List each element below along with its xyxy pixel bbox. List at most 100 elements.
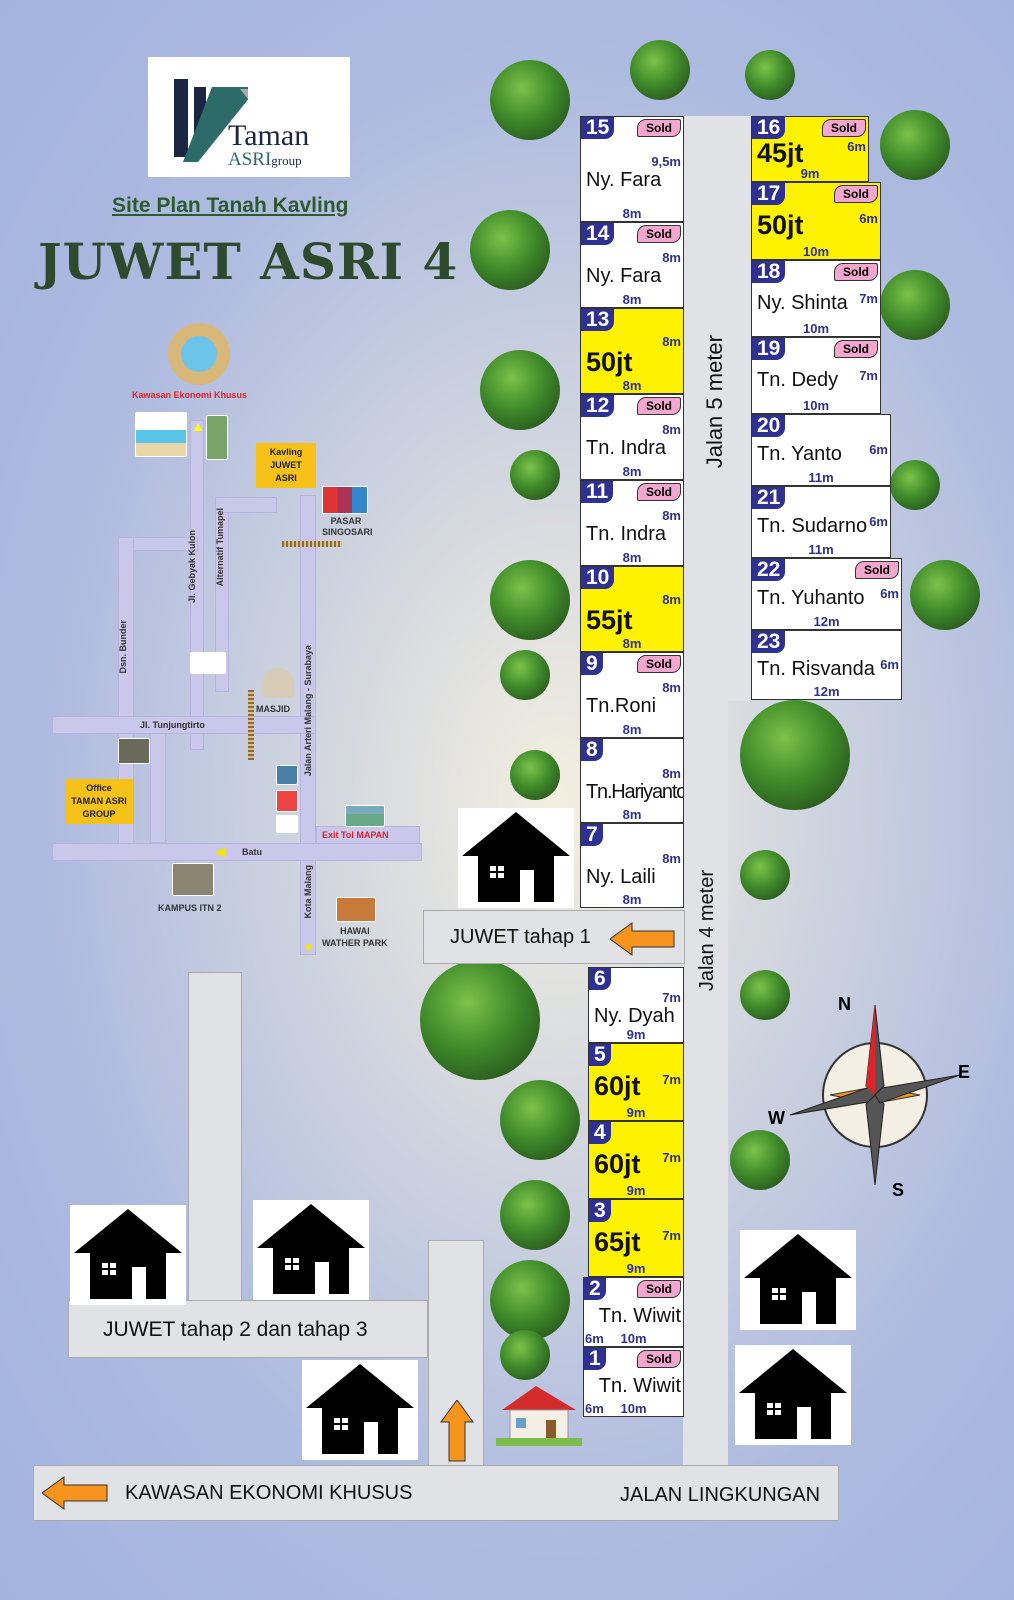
tree-icon bbox=[740, 700, 850, 810]
plot-bottom-dimension: 8m bbox=[622, 807, 642, 822]
plot-footer: 8m bbox=[581, 551, 683, 565]
plot-number-badge: 3 bbox=[589, 1200, 611, 1222]
arrow-up-icon bbox=[440, 1400, 474, 1462]
plot-main-row: Tn. Wiwit bbox=[584, 1305, 683, 1327]
label-tahap23: JUWET tahap 2 dan tahap 3 bbox=[103, 1318, 368, 1341]
plot-side-dimension: 8m bbox=[662, 334, 681, 349]
plot-number-badge: 15 bbox=[581, 117, 615, 139]
plot-number-badge: 17 bbox=[752, 183, 786, 205]
plot-owner: Tn. Yuhanto bbox=[757, 587, 865, 609]
plot-bottom-dimension: 11m bbox=[808, 542, 834, 557]
kek-building-icon bbox=[168, 323, 230, 385]
plot-owner: Tn. Risvanda bbox=[757, 658, 875, 680]
plot-owner: Tn. Dedy bbox=[757, 368, 839, 391]
plot-header: 3 bbox=[589, 1200, 683, 1222]
plot-side-dimension: 6m bbox=[585, 1331, 604, 1346]
logo-mark-icon bbox=[174, 79, 248, 162]
logo-text: Taman bbox=[228, 119, 310, 152]
label-line: HAWAI bbox=[340, 926, 370, 936]
plot-header: 10 bbox=[581, 567, 683, 589]
tree-icon bbox=[480, 350, 560, 430]
tree-icon bbox=[500, 650, 550, 700]
plot-side-dimension: 7m bbox=[859, 367, 878, 383]
tree-icon bbox=[630, 40, 690, 100]
plot-header: 8 bbox=[581, 739, 683, 761]
compass-rose-icon: N E S W bbox=[768, 990, 980, 1200]
railway-icon bbox=[248, 690, 254, 760]
plot-main-row: Ny. Dyah bbox=[589, 1005, 683, 1027]
plot-footer: 8m bbox=[581, 723, 683, 737]
plot-bottom-dimension: 8m bbox=[622, 206, 642, 221]
tree-icon bbox=[420, 960, 540, 1080]
label-exit-tol: Exit Tol MAPAN bbox=[322, 830, 389, 840]
arrow-down-icon: ▼ bbox=[302, 940, 315, 955]
house-icon bbox=[740, 1230, 856, 1330]
plot-number-badge: 9 bbox=[581, 653, 603, 675]
tree-icon bbox=[890, 460, 940, 510]
plot-number-badge: 4 bbox=[589, 1122, 611, 1144]
logo-subtext: ASRIgroup bbox=[228, 149, 302, 171]
plot-footer: 9m bbox=[752, 167, 868, 181]
plot-number-badge: 8 bbox=[581, 739, 603, 761]
plot-owner: Tn.Hariyanto bbox=[586, 780, 684, 803]
house-icon bbox=[70, 1205, 186, 1305]
plot-owner: Tn. Indra bbox=[586, 523, 667, 545]
arrow-left-icon bbox=[610, 922, 675, 956]
label-tahap1: JUWET tahap 1 bbox=[450, 926, 591, 948]
road-tahap23-vertical bbox=[188, 972, 242, 1302]
plot-bottom-dimension: 9m bbox=[626, 1183, 646, 1198]
plot-bottom-dimension: 12m bbox=[813, 614, 840, 629]
plot-owner: Tn.Roni bbox=[586, 695, 657, 717]
plot-header: 6 bbox=[589, 968, 683, 990]
plot-footer: 9m bbox=[589, 1028, 683, 1042]
plot-bottom-dimension: 9m bbox=[626, 1261, 646, 1276]
label-kek-road: KAWASAN EKONOMI KHUSUS bbox=[125, 1482, 413, 1504]
plot-body: Tn. Wiwit bbox=[584, 1370, 683, 1402]
plot-bottom-dimension: 9m bbox=[626, 1027, 646, 1042]
plot-main-row: Tn. Indra bbox=[581, 437, 683, 459]
plot-number-badge: 13 bbox=[581, 309, 615, 331]
road-jalan-5m bbox=[683, 116, 751, 701]
plot-main-row: Ny. Fara bbox=[581, 265, 683, 287]
railway-icon bbox=[282, 541, 342, 547]
tree-icon bbox=[880, 110, 950, 180]
label-arteri: Jalan Arteri Malang - Surabaya bbox=[303, 645, 313, 777]
